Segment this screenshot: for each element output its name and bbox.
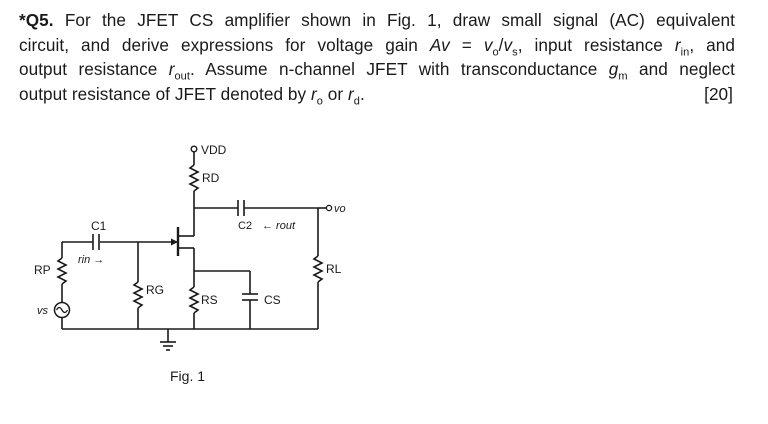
- question-line-4: output resistance of JFET denoted by ro …: [19, 83, 733, 107]
- rg-label: RG: [146, 283, 164, 297]
- rp-label: RP: [34, 263, 51, 277]
- marks-label: [20]: [704, 83, 733, 104]
- c2-capacitor: [237, 200, 245, 216]
- question-number: *Q5.: [19, 10, 54, 30]
- rout-label: ← rout: [262, 220, 296, 232]
- rp-resistor: [56, 257, 68, 285]
- rin-label: rin →: [78, 254, 104, 266]
- rd-resistor: [188, 164, 200, 192]
- vo-terminal: [318, 204, 333, 212]
- rl-resistor: [312, 255, 324, 283]
- rs-label: RS: [201, 293, 218, 307]
- question-line-2: circuit, and derive expressions for volt…: [19, 34, 735, 58]
- rs-resistor: [188, 286, 200, 314]
- vdd-label: VDD: [201, 143, 227, 157]
- vs-label: vs: [37, 305, 49, 317]
- jfet-symbol: [100, 227, 195, 271]
- rg-resistor: [132, 281, 144, 309]
- question-line-3: output resistance rout. Assume n-channel…: [19, 59, 736, 83]
- c1-capacitor: [92, 234, 100, 250]
- vo-label: vo: [334, 203, 346, 215]
- cs-capacitor: [242, 293, 258, 301]
- vdd-terminal: [190, 145, 198, 165]
- c1-label: C1: [91, 219, 107, 233]
- c2-label: C2: [238, 220, 252, 232]
- rl-label: RL: [326, 262, 342, 276]
- question-text: *Q5. For the JFET CS amplifier shown in …: [19, 8, 735, 106]
- figure-caption: Fig. 1: [170, 368, 205, 384]
- question-line-1: *Q5. For the JFET CS amplifier shown in …: [19, 10, 735, 30]
- vs-source: [53, 301, 71, 319]
- cs-label: CS: [264, 293, 281, 307]
- rd-label: RD: [202, 171, 220, 185]
- ground-symbol: [160, 329, 176, 351]
